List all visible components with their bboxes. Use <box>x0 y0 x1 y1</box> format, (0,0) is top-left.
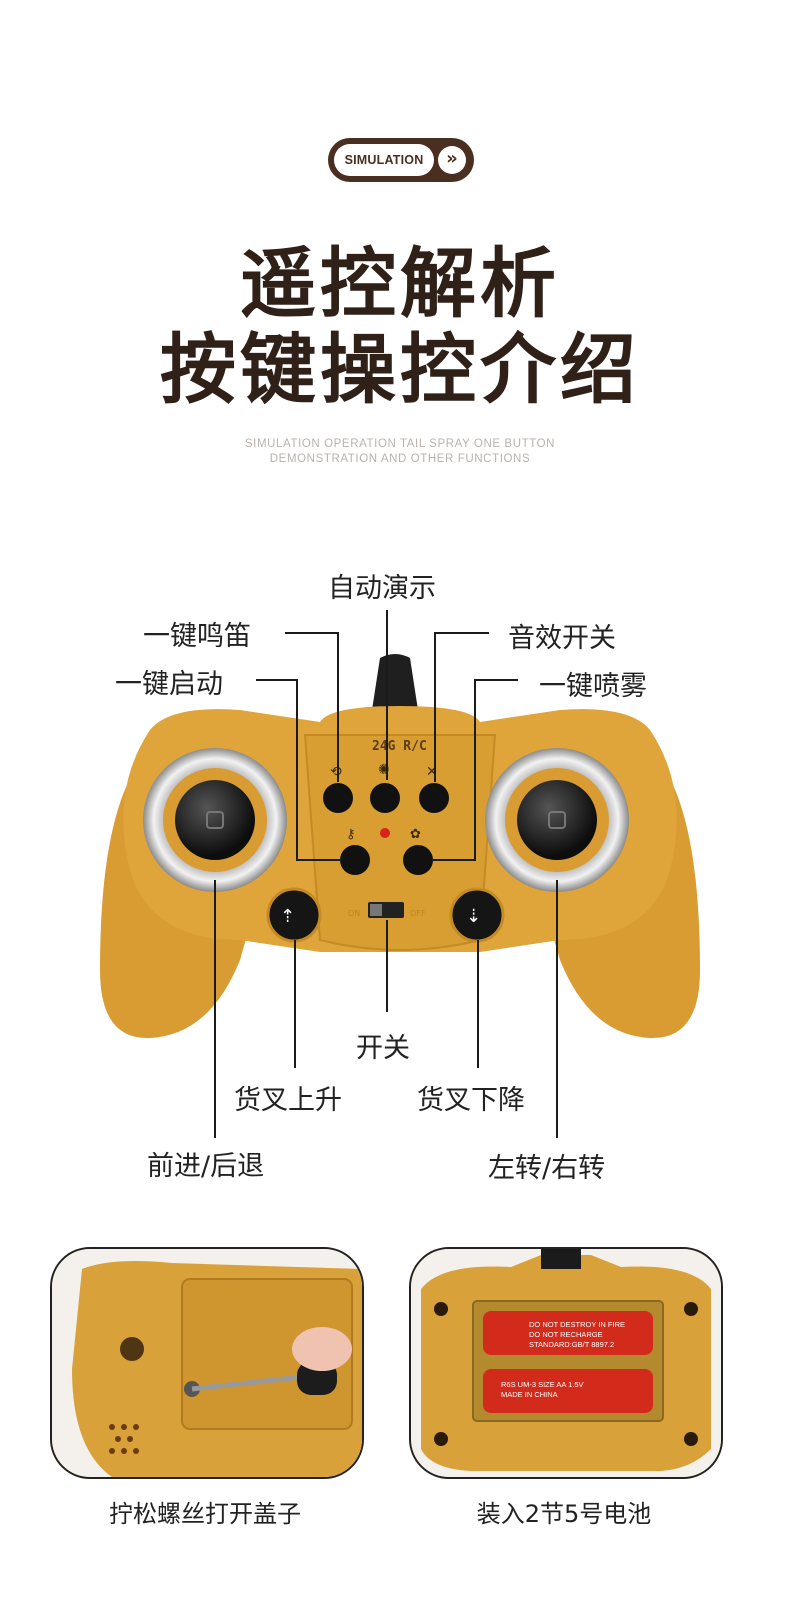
double-chevron-right-icon: » <box>438 146 466 174</box>
antenna <box>372 654 418 710</box>
brand-text: 24G R/C <box>372 739 427 754</box>
battery-text-4: MADE IN CHINA <box>501 1390 558 1399</box>
forklift-up-icon: ⇡ <box>280 906 295 927</box>
callout-line-start-h1 <box>256 679 298 681</box>
led-indicator <box>380 828 390 838</box>
forklift-down-icon: ⇣ <box>466 906 481 927</box>
caption-open-cover: 拧松螺丝打开盖子 <box>109 1500 301 1528</box>
callout-line-start-h2 <box>296 859 341 861</box>
subtitle-line1: SIMULATION OPERATION TAIL SPRAY ONE BUTT… <box>244 438 556 450</box>
label-horn: 一键鸣笛 <box>143 621 251 652</box>
caption-install-batteries: 装入2节5号电池 <box>476 1500 652 1528</box>
spray-icon: ✿ <box>410 827 421 842</box>
open-cover-illustration <box>52 1249 362 1477</box>
horn-button <box>323 783 353 813</box>
callout-line-auto-demo <box>386 610 388 780</box>
callout-line-horn-h <box>285 632 339 634</box>
battery-text-3: STANDARD:GB/T 8897.2 <box>529 1340 614 1349</box>
callout-line-sound-v <box>434 632 436 782</box>
callout-line-left-right <box>556 880 558 1138</box>
callout-line-forward-back <box>214 880 216 1138</box>
subtitle-line2: DEMONSTRATION AND OTHER FUNCTIONS <box>269 453 531 465</box>
gear-icon: ✺ <box>378 762 390 778</box>
switch-off-label: OFF <box>410 909 426 918</box>
page-title-line2: 按键操控介绍 <box>160 325 640 414</box>
right-joystick <box>517 780 597 860</box>
screwdriver-shaft <box>191 1374 303 1392</box>
sound-toggle-button <box>419 783 449 813</box>
callout-line-spray-h1 <box>474 679 518 681</box>
spray-button <box>403 845 433 875</box>
remote-controller-illustration: 24G R/C ⟲ ✺ ✕ ⚷ ✿ ON OFF ⇡ ⇣ <box>100 654 700 1039</box>
callout-line-horn-v <box>337 632 339 782</box>
speaker-icon: ✕ <box>426 764 438 780</box>
battery-2 <box>483 1369 653 1413</box>
left-joystick <box>175 780 255 860</box>
label-sound-toggle: 音效开关 <box>508 623 616 654</box>
callout-line-power <box>386 920 388 1012</box>
photo-install-batteries: DO NOT DESTROY IN FIRE DO NOT RECHARGE S… <box>409 1247 723 1479</box>
battery-text-5: R6S UM-3 SIZE AA 1.5V <box>501 1380 584 1389</box>
label-fork-up: 货叉上升 <box>234 1085 342 1116</box>
battery-text-2: DO NOT RECHARGE <box>529 1330 603 1339</box>
install-batteries-illustration: DO NOT DESTROY IN FIRE DO NOT RECHARGE S… <box>411 1249 721 1477</box>
simulation-badge: SIMULATION » <box>328 138 474 182</box>
key-icon: ⚷ <box>346 827 356 842</box>
callout-line-sound-h <box>434 632 489 634</box>
callout-line-spray-v <box>474 679 476 861</box>
battery-1 <box>483 1311 653 1355</box>
label-start: 一键启动 <box>115 669 223 700</box>
speaker-holes <box>109 1424 139 1454</box>
auto-demo-button <box>370 783 400 813</box>
page-title-line1: 遥控解析 <box>240 239 560 328</box>
photo-open-cover <box>50 1247 364 1479</box>
finger <box>292 1327 352 1371</box>
label-auto-demo: 自动演示 <box>328 573 436 604</box>
switch-on-label: ON <box>348 909 360 918</box>
battery-text-1: DO NOT DESTROY IN FIRE <box>529 1320 625 1329</box>
callout-line-fork-down <box>477 940 479 1068</box>
label-spray: 一键喷雾 <box>539 671 647 702</box>
callout-line-fork-up <box>294 940 296 1068</box>
horn-icon: ⟲ <box>330 764 342 780</box>
start-button <box>340 845 370 875</box>
label-left-right: 左转/右转 <box>488 1153 606 1184</box>
badge-label: SIMULATION <box>334 144 434 176</box>
label-fork-down: 货叉下降 <box>417 1085 525 1116</box>
screw-hole <box>120 1337 144 1361</box>
callout-line-spray-h2 <box>432 859 476 861</box>
antenna-top <box>541 1249 581 1269</box>
label-forward-back: 前进/后退 <box>147 1151 265 1182</box>
label-power: 开关 <box>356 1033 410 1064</box>
callout-line-start-v <box>296 679 298 861</box>
